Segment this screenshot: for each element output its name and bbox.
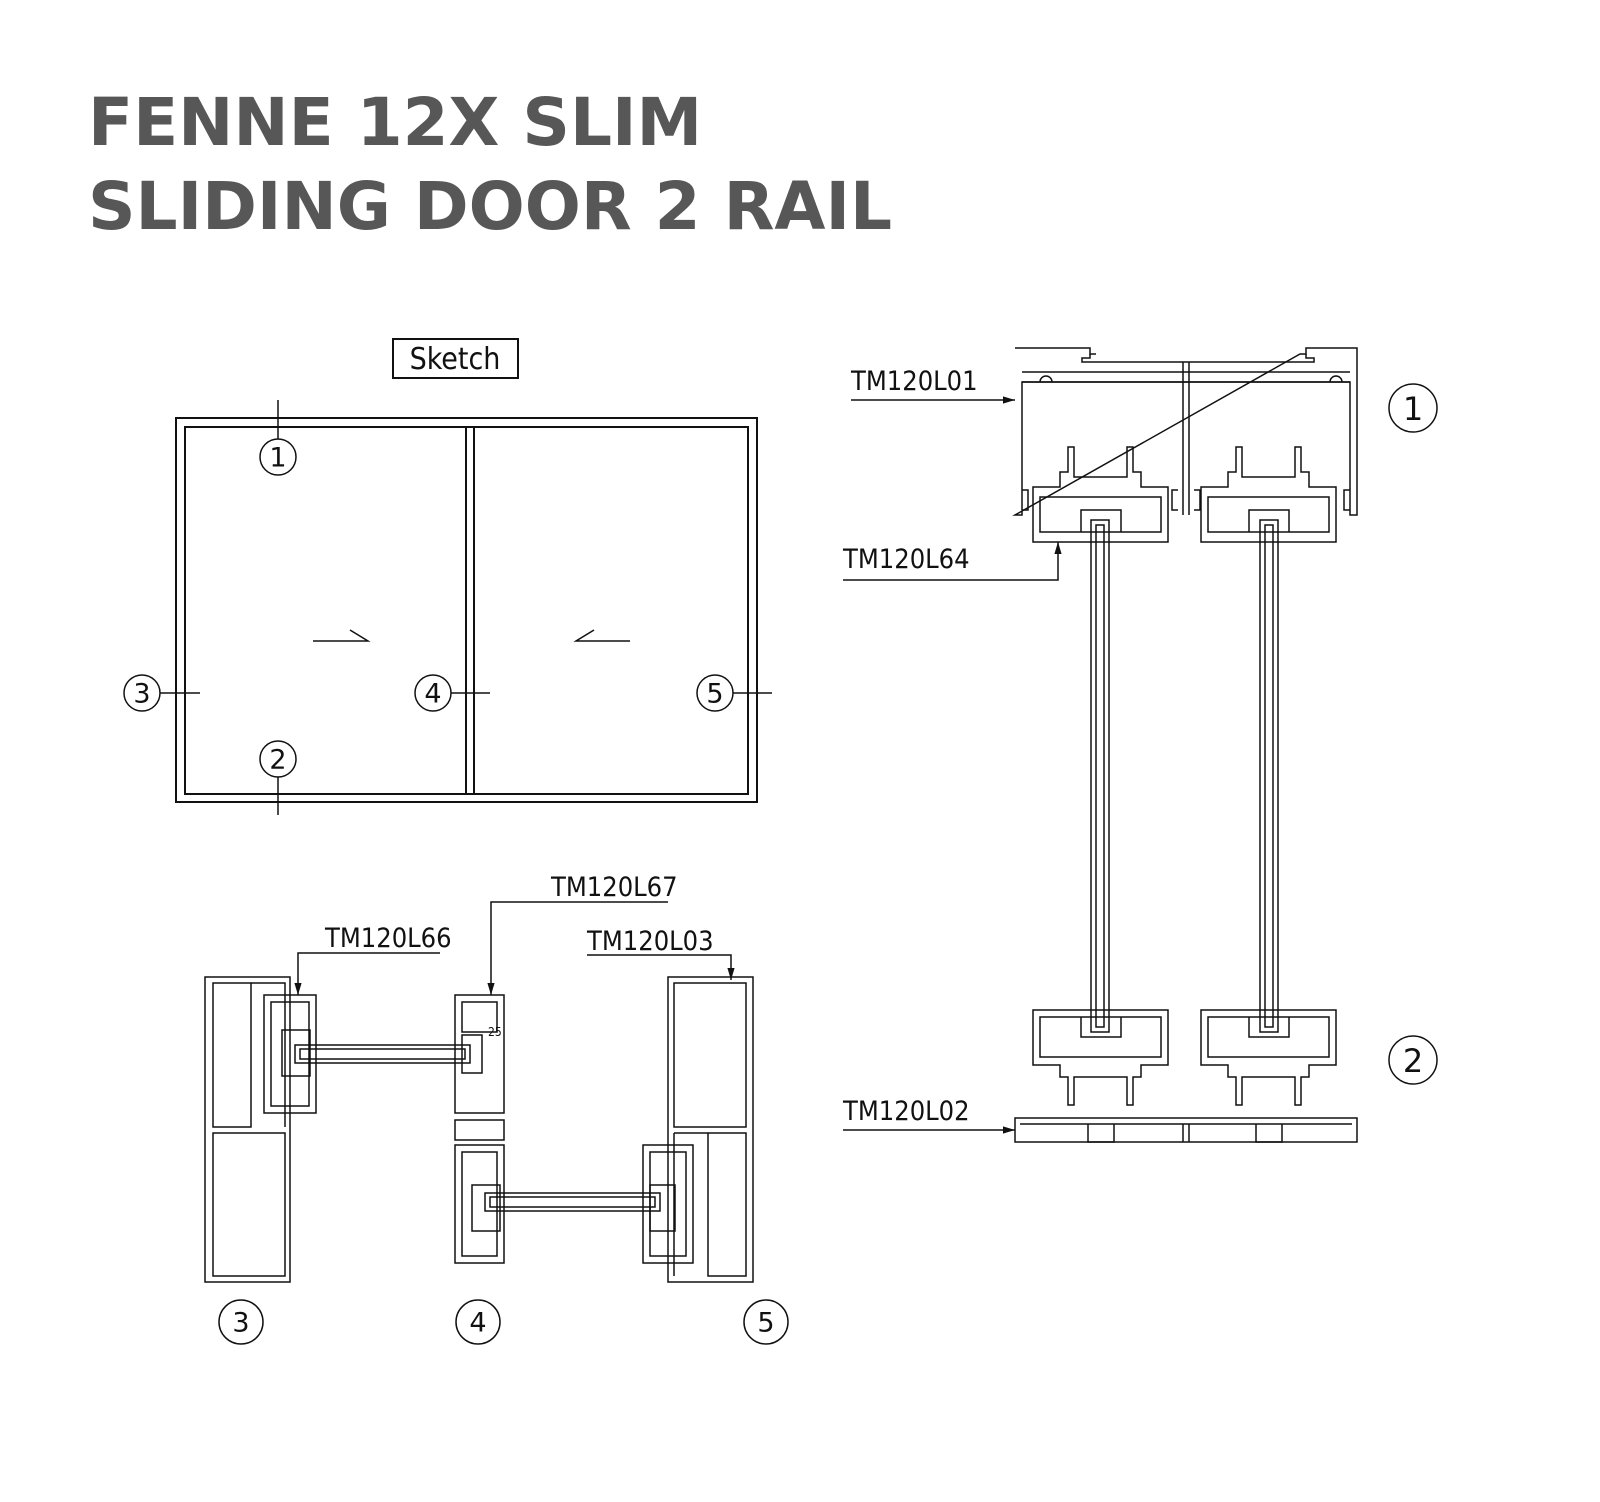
callout-2: 2 — [269, 745, 286, 776]
callout-circle — [1388, 1035, 1438, 1085]
callout-circle — [1388, 383, 1438, 433]
callout-circle — [259, 740, 297, 778]
slide-left-arrow-icon — [573, 629, 630, 642]
callout-4: 4 — [469, 1308, 486, 1339]
label-tm120l03: TM120L03 — [586, 926, 714, 957]
title-line-2: SLIDING DOOR 2 RAIL — [88, 168, 892, 245]
callout-3: 3 — [232, 1308, 249, 1339]
callout-1: 1 — [269, 443, 286, 474]
callout-4: 4 — [424, 679, 441, 710]
callout-circle — [696, 674, 734, 712]
label-tm120l67: TM120L67 — [550, 872, 678, 903]
callout-5: 5 — [757, 1308, 774, 1339]
label-tm120l02: TM120L02 — [842, 1096, 970, 1127]
callout-circle — [743, 1299, 789, 1345]
callout-circle — [218, 1299, 264, 1345]
vertical-section: 1 2 TM120L01 TM120L64 TM120L02 — [842, 347, 1438, 1143]
glass-panel — [1090, 519, 1279, 1033]
sketch-elevation: Sketch 1 2 3 4 5 — [123, 338, 772, 815]
callout-circle — [455, 1299, 501, 1345]
label-tm120l64: TM120L64 — [842, 544, 970, 575]
label-tm120l01: TM120L01 — [850, 366, 978, 397]
sketch-label-box — [392, 338, 519, 379]
callout-circle — [123, 674, 161, 712]
slide-right-arrow-icon — [313, 629, 371, 642]
callout-2: 2 — [1403, 1042, 1423, 1080]
callout-3: 3 — [133, 679, 150, 710]
horizontal-section: 25 3 4 5 TM120L66 TM120L67 TM120L03 — [204, 872, 789, 1345]
callout-1: 1 — [1403, 390, 1423, 428]
title-line-1: FENNE 12X SLIM — [88, 84, 702, 161]
callout-circle — [259, 438, 297, 476]
dimension-25: 25 — [488, 1025, 502, 1039]
sill-rail — [1014, 1117, 1358, 1143]
callout-circle — [414, 674, 452, 712]
sketch-label: Sketch — [410, 342, 501, 377]
label-tm120l66: TM120L66 — [324, 923, 452, 954]
callout-5: 5 — [706, 679, 723, 710]
outer-frame — [175, 417, 758, 803]
